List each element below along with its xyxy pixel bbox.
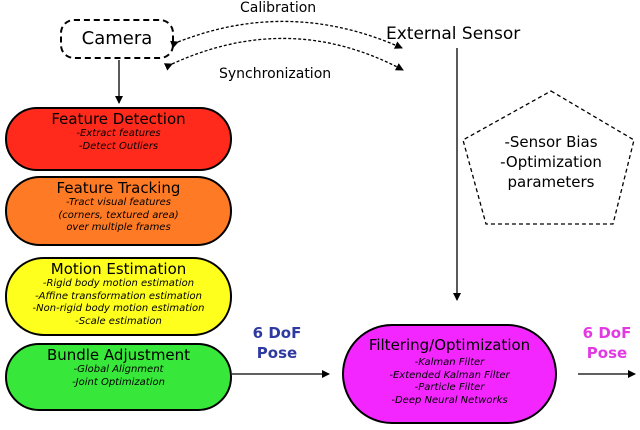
stage-item: -Rigid body motion estimation [42, 278, 195, 289]
stage-title: Filtering/Optimization [368, 336, 531, 354]
sensor-param-line: parameters [507, 173, 595, 191]
external-sensor-label: External Sensor [386, 24, 521, 44]
camera-node: Camera [60, 19, 174, 59]
pose-line: Pose [256, 344, 298, 362]
stage-item: -Joint Optimization [72, 376, 165, 388]
stage-item: (corners, textured area) [58, 209, 179, 221]
camera-label: Camera [81, 28, 153, 49]
stage-item: -Non-rigid body motion estimation [32, 303, 205, 314]
stage-title: Feature Tracking [56, 179, 181, 197]
sensor-param-line: -Sensor Bias [504, 133, 598, 151]
stage-item: -Particle Filter [414, 382, 485, 393]
stage-title: Bundle Adjustment [46, 346, 191, 364]
stage-title: Motion Estimation [50, 260, 187, 278]
motion-estimation-node: Motion Estimation -Rigid body motion est… [5, 257, 232, 336]
stage-item: -Affine transformation estimation [35, 290, 202, 302]
pose-line: 6 DoF [582, 324, 632, 342]
pose-line: 6 DoF [252, 324, 302, 342]
pose-line: Pose [586, 344, 628, 362]
calibration-label: Calibration [240, 0, 317, 16]
feature-tracking-node: Feature Tracking -Tract visual features … [5, 176, 232, 246]
pose-input-label: 6 DoF Pose [252, 323, 302, 363]
stage-item: -Deep Neural Networks [391, 394, 508, 406]
stage-item: over multiple frames [66, 222, 171, 233]
stage-title: Feature Detection [51, 110, 186, 128]
sensor-params-pentagon [462, 90, 635, 225]
sensor-params-text: -Sensor Bias -Optimization parameters [470, 132, 632, 192]
arrow-synchronization [163, 37, 404, 71]
synchronization-label: Synchronization [219, 66, 332, 82]
stage-item: -Kalman Filter [414, 357, 485, 368]
stage-item: -Extract features [76, 128, 161, 139]
sensor-param-line: -Optimization [500, 153, 602, 171]
arrow-calibration [170, 20, 403, 49]
stage-item: -Tract visual features [66, 197, 171, 208]
feature-detection-node: Feature Detection -Extract features -Det… [5, 107, 232, 171]
bundle-adjustment-node: Bundle Adjustment -Global Alignment -Joi… [5, 343, 232, 411]
stage-item: -Global Alignment [73, 364, 164, 375]
stage-item: -Scale estimation [75, 315, 162, 327]
pose-output-label: 6 DoF Pose [577, 323, 637, 363]
stage-item: -Detect Outliers [78, 140, 159, 152]
filtering-optimization-node: Filtering/Optimization -Kalman Filter -E… [342, 324, 557, 424]
stage-item: -Extended Kalman Filter [389, 369, 510, 381]
